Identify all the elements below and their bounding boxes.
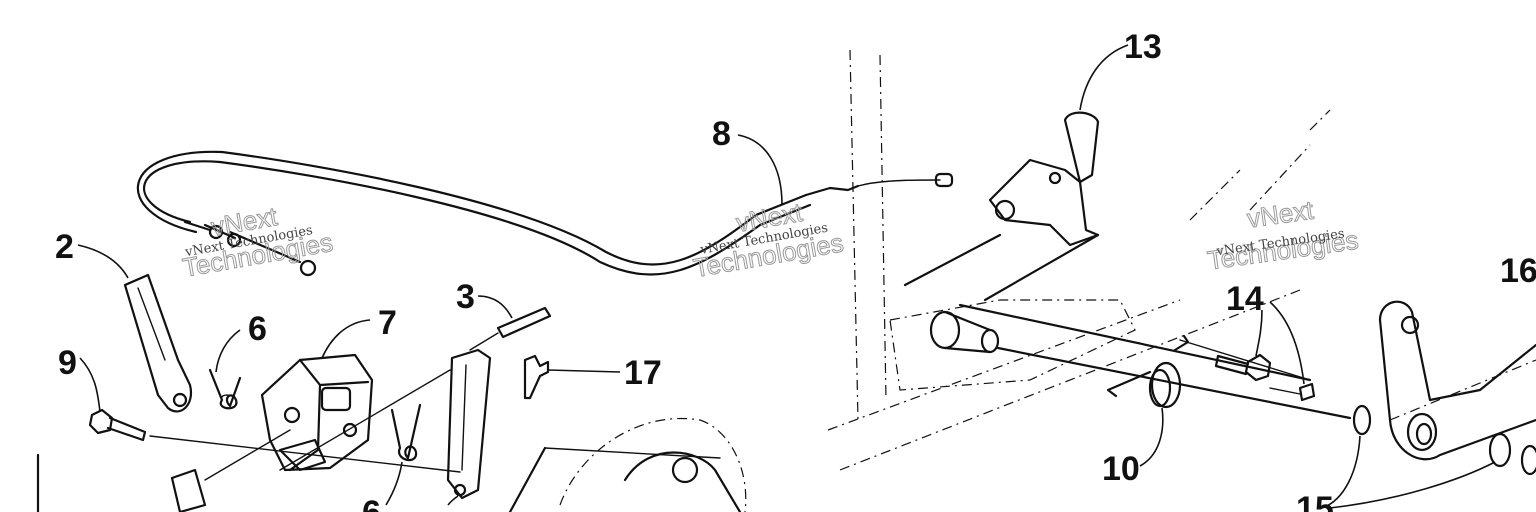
callout-6a: 6 [248,310,267,348]
bolt-part-14 [1214,353,1316,402]
clip-part-17 [523,354,550,400]
callouts: 2 3 6 6 7 8 9 10 13 14 15 16 17 [55,28,1536,512]
watermark-left: vNext Technologies vNext Technologies [180,200,336,283]
callout-7: 7 [378,304,397,342]
washers-part-15 [1352,404,1536,476]
callout-6b: 6 [362,494,381,512]
callout-15: 15 [1296,490,1334,512]
watermark-right: vNext Technologies vNext Technologies [1205,194,1360,276]
spring-part-10 [1106,334,1190,409]
callout-13: 13 [1124,28,1162,66]
callout-17: 17 [624,354,662,392]
bolt-part-9 [88,408,461,473]
frame-outline [559,49,1536,512]
callout-10: 10 [1102,450,1140,488]
shaft-assembly [929,303,1352,420]
pin-part-3 [469,306,552,351]
spring-part-6a [208,368,242,410]
bracket-part-13 [903,111,1100,302]
spring-part-6b [390,403,422,462]
bracket-part-7 [260,353,374,472]
caliper-assembly [508,446,742,512]
callout-14: 14 [1226,280,1264,318]
watermark-word-1: vNext [1245,195,1316,234]
callout-2: 2 [55,228,74,266]
spacer-block [170,429,291,512]
watermark-center: vNext Technologies vNext Technologies [691,196,847,283]
callout-3: 3 [456,278,475,316]
callout-9: 9 [58,344,77,382]
callout-16: 16 [1500,252,1536,290]
leader-lines [77,44,1496,509]
callout-8: 8 [712,115,731,153]
arm-part-16 [1378,300,1536,461]
lever-plate [279,348,492,500]
lever-part-2 [123,273,193,413]
cable-part-8 [136,150,954,277]
